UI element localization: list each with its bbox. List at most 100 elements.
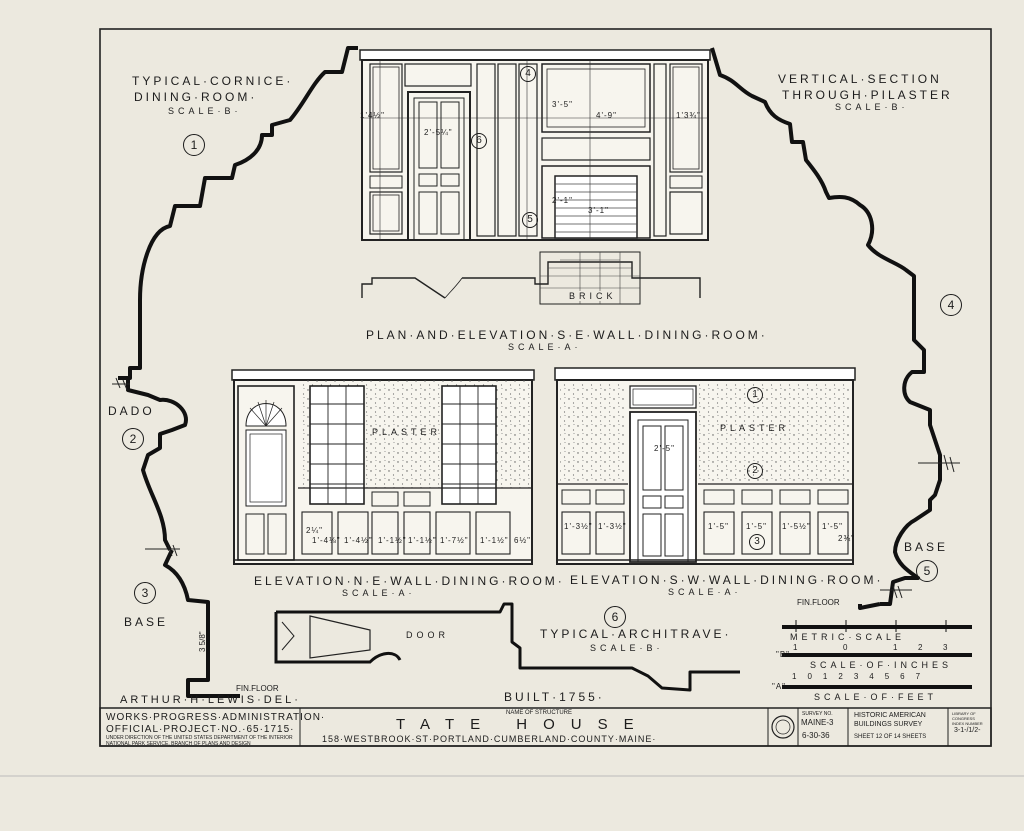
inch-tick: 7 [915,672,932,681]
survey-caption: SURVEY NO. [802,711,833,717]
fin-floor-left: FIN.FLOOR [236,684,279,693]
cornice-title: TYPICAL·CORNICE· [132,74,294,88]
cornice-subtitle: DINING·ROOM· [134,90,258,104]
se-wall-elevation [359,49,711,305]
architrave-profile [274,602,740,692]
se-dim-3: 4'-9" [596,111,617,120]
inches-scale-label: SCALE·OF·INCHES [810,660,953,670]
fin-floor-right: FIN.FLOOR [797,598,840,607]
inch-tick: 1 [822,672,839,681]
sw-callout-3: 3 [749,534,765,550]
structure-caption: NAME OF STRUCTURE [506,710,572,716]
break-mark-left [112,377,130,391]
inch-tick: 5 [884,672,901,681]
se-dim-6: 2'-1" [552,196,573,205]
ne-dim-7: 1'-1½" [480,536,509,545]
habs-line-1: HISTORIC AMERICAN [854,712,926,719]
break-mark-base [145,544,180,557]
se-dim-1: 1'4½" [360,111,385,120]
base-right-profile [858,602,881,610]
base-left-label: BASE [124,615,169,629]
sw-plaster-label: PLASTER [720,423,790,433]
metric-scale-label: METRIC·SCALE [790,632,906,642]
inches-key: "B" [776,650,791,659]
sw-wall-title: ELEVATION·S·W·WALL·DINING·ROOM· [570,573,884,587]
ne-dim-2: 1'-4⅛" [312,536,341,545]
detail-callout-3: 3 [134,582,156,604]
metric-tick-2: 1 [893,643,899,652]
cornice-scale: SCALE·B· [168,106,242,116]
pilaster-title: VERTICAL·SECTION [778,72,942,86]
graphic-scales [782,620,972,689]
metric-tick-3: 2 [918,643,924,652]
survey-seal [771,715,795,739]
base-left-profile [163,549,240,698]
cornice-profile [118,46,358,380]
sheet-number: SHEET 12 OF 14 SHEETS [854,734,927,740]
survey-date: 6-30-36 [802,731,830,740]
sw-dim-4: 1'-5" [708,522,729,531]
se-dim-2: 2'-5¼" [424,128,453,137]
se-callout-6: 6 [471,133,487,149]
ne-dim-4: 1'-1½" [378,536,407,545]
detail-callout-5: 5 [916,560,938,582]
sw-wall-elevation [554,367,856,565]
feet-scale-label: SCALE·OF·FEET [814,692,938,702]
se-dim-7: 3'-1" [588,206,609,215]
ne-wall-title: ELEVATION·N·E·WALL·DINING·ROOM· [254,574,565,588]
sw-dim-5: 1'-5" [746,522,767,531]
delineator: ARTHUR·H·LEWIS·DEL· [120,694,301,706]
sw-wall-scale: SCALE·A· [668,587,742,597]
door-label: DOOR [406,630,449,640]
detail-callout-6: 6 [604,606,626,628]
ne-dim-5: 1'-1½" [408,536,437,545]
ne-dim-3: 1'-4½" [344,536,373,545]
sw-callout-2: 2 [747,463,763,479]
ne-plaster-label: PLASTER [372,427,442,437]
brick-label: BRICK [567,291,619,301]
break-mark-right [918,454,960,473]
inch-tick: 0 [807,672,823,681]
inch-tick: 1 [792,672,808,681]
sw-callout-1: 1 [747,387,763,403]
ne-wall-elevation [231,369,535,565]
base-height-dim: 3 5/8" [198,631,207,652]
feet-key: "A" [772,682,787,691]
sw-dim-6: 1'-5½" [782,522,811,531]
metric-tick-4: 3 [943,643,949,652]
se-dim-4: 1'3¾" [676,111,701,120]
pilaster-section-profile [710,47,942,606]
structure-address: 158·WESTBROOK·ST·PORTLAND·CUMBERLAND·COU… [322,734,657,744]
sw-dim-7: 1'-5" [822,522,843,531]
sw-dim-8: 2¾" [838,534,855,543]
wpa-line-3: UNDER DIRECTION OF THE UNITED STATES DEP… [106,735,293,741]
inch-tick: 6 [900,672,916,681]
inch-tick: 2 [838,672,854,681]
habs-line-2: BUILDINGS SURVEY [854,721,923,728]
index-value: 3-1-/1/2- [954,727,981,734]
metric-tick-0: 1 [793,643,799,652]
index-caption: LIBRARY OF CONGRESS INDEX NUMBER [952,711,983,726]
title-block [99,707,992,747]
built-date: BUILT·1755· [504,690,605,704]
se-wall-title: PLAN·AND·ELEVATION·S·E·WALL·DINING·ROOM· [366,328,768,342]
base-right-label: BASE [904,540,949,554]
pilaster-scale: SCALE·B· [835,102,909,112]
wpa-line-2: OFFICIAL·PROJECT·NO.·65·1715· [106,724,295,735]
sw-dim-2: 1'-3½" [598,522,627,531]
wpa-line-1: WORKS·PROGRESS·ADMINISTRATION· [106,712,326,723]
detail-callout-2: 2 [122,428,144,450]
dado-label: DADO [108,404,155,418]
wpa-line-4: NATIONAL PARK SERVICE, BRANCH OF PLANS A… [106,741,251,747]
detail-callout-4: 4 [940,294,962,316]
architrave-scale: SCALE·B· [590,643,664,653]
architrave-title: TYPICAL·ARCHITRAVE· [540,627,732,641]
se-callout-4: 4 [520,66,536,82]
ne-wall-scale: SCALE·A· [342,588,416,598]
sw-dim-3: 2'-5" [654,444,675,453]
sw-dim-1: 1'-3½" [564,522,593,531]
break-mark-base-right [880,585,912,599]
inch-tick: 3 [853,672,870,681]
structure-name: TATE HOUSE [396,716,650,733]
